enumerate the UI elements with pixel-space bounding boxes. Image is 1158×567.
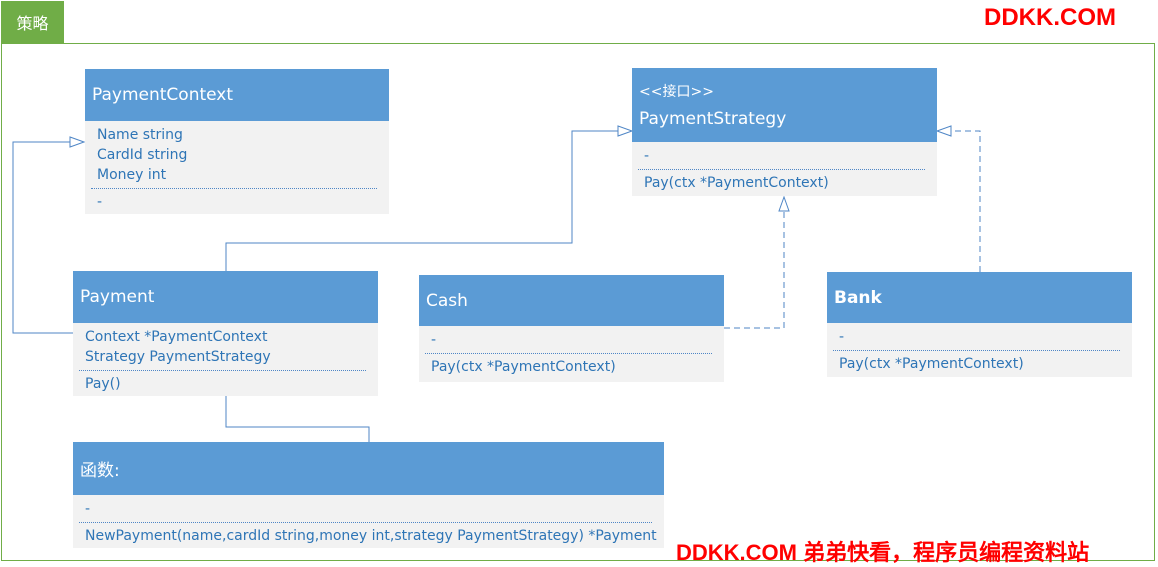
class-header: <<接口>> PaymentStrategy bbox=[632, 68, 937, 142]
payment-to-strategy-arrowhead bbox=[617, 125, 634, 137]
method: - bbox=[97, 194, 103, 210]
watermark-top: DDKK.COM bbox=[984, 4, 1116, 31]
attribute: CardId string bbox=[97, 147, 188, 163]
bank-to-strategy-arrowhead bbox=[935, 125, 952, 137]
class-body: - Pay(ctx *PaymentContext) bbox=[632, 142, 937, 196]
functions-title: 函数: bbox=[80, 461, 120, 481]
functions-body: - NewPayment(name,cardId string,money in… bbox=[73, 495, 664, 548]
class-name: PaymentContext bbox=[92, 85, 234, 105]
class-body: Context *PaymentContext Strategy Payment… bbox=[73, 323, 378, 396]
attribute: - bbox=[644, 148, 650, 164]
cash-to-strategy-arrowhead bbox=[778, 195, 790, 212]
method: Pay(ctx *PaymentContext) bbox=[839, 356, 1024, 372]
separator bbox=[79, 370, 366, 371]
attribute: - bbox=[431, 332, 437, 348]
class-body: Name string CardId string Money int - bbox=[85, 121, 389, 214]
separator bbox=[833, 350, 1120, 351]
class-header: Bank bbox=[827, 272, 1132, 323]
attribute: Name string bbox=[97, 127, 183, 143]
payment-to-functions-line bbox=[225, 396, 370, 442]
payment-to-strategy-line bbox=[225, 130, 618, 271]
attribute: Money int bbox=[97, 167, 167, 183]
cash-to-strategy-line bbox=[724, 211, 785, 329]
class-payment-strategy: <<接口>> PaymentStrategy - Pay(ctx *Paymen… bbox=[632, 68, 937, 196]
class-body: - Pay(ctx *PaymentContext) bbox=[827, 323, 1132, 377]
method: Pay() bbox=[85, 376, 121, 392]
class-header: Payment bbox=[73, 271, 378, 323]
attribute: Context *PaymentContext bbox=[85, 329, 268, 345]
bank-to-strategy-line bbox=[951, 130, 981, 272]
separator bbox=[91, 188, 377, 189]
functions-box: 函数: - NewPayment(name,cardId string,mone… bbox=[73, 442, 664, 548]
class-body: - Pay(ctx *PaymentContext) bbox=[419, 326, 724, 382]
class-name: Cash bbox=[426, 290, 468, 311]
class-name: Bank bbox=[834, 287, 882, 308]
class-name: Payment bbox=[80, 287, 155, 307]
separator bbox=[425, 353, 712, 354]
diagram-frame bbox=[1, 43, 1155, 561]
class-bank: Bank - Pay(ctx *PaymentContext) bbox=[827, 272, 1132, 377]
class-payment-context: PaymentContext Name string CardId string… bbox=[85, 69, 389, 214]
method: Pay(ctx *PaymentContext) bbox=[431, 359, 616, 375]
class-header: Cash bbox=[419, 275, 724, 326]
class-payment: Payment Context *PaymentContext Strategy… bbox=[73, 271, 378, 396]
attribute: - bbox=[839, 329, 845, 345]
class-name: PaymentStrategy bbox=[639, 109, 787, 129]
class-header: PaymentContext bbox=[85, 69, 389, 121]
payment-to-context-line bbox=[12, 141, 73, 334]
function-signature: NewPayment(name,cardId string,money int,… bbox=[85, 528, 657, 544]
class-cash: Cash - Pay(ctx *PaymentContext) bbox=[419, 275, 724, 382]
separator bbox=[79, 522, 652, 523]
functions-header: 函数: bbox=[73, 442, 664, 495]
separator bbox=[638, 169, 925, 170]
stereotype-label: <<接口>> bbox=[639, 84, 714, 100]
attribute: Strategy PaymentStrategy bbox=[85, 349, 271, 365]
payment-to-context-arrowhead bbox=[69, 136, 86, 148]
attribute: - bbox=[85, 501, 91, 517]
method: Pay(ctx *PaymentContext) bbox=[644, 175, 829, 191]
frame-label: 策略 bbox=[1, 1, 64, 43]
watermark-bottom: DDKK.COM 弟弟快看，程序员编程资料站 bbox=[676, 540, 1090, 565]
